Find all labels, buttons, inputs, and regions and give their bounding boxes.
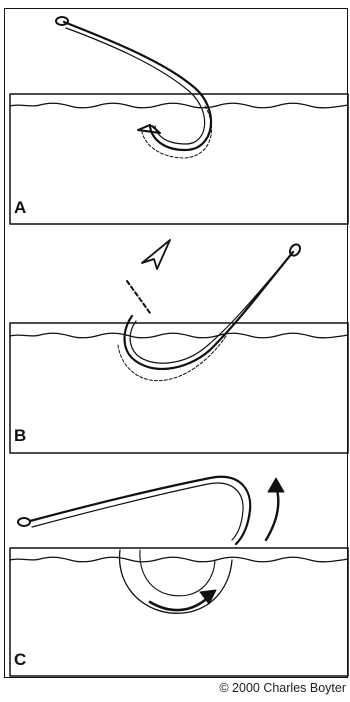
hook-shank-c	[30, 477, 250, 544]
panel-b	[10, 240, 348, 453]
cut-line-b	[127, 281, 150, 313]
skin-surface-line-a	[10, 103, 348, 108]
backout-arrow-c	[150, 600, 205, 610]
hook-shank-b	[125, 252, 294, 369]
wound-track-b	[118, 336, 226, 381]
skin-block-a	[10, 94, 348, 224]
lift-arrow-head-c	[268, 478, 284, 492]
hook-shank-inner-a	[66, 28, 205, 144]
hook-eye-c	[18, 518, 30, 526]
panel-label-a: A	[14, 198, 26, 218]
skin-block-b	[10, 323, 348, 453]
panel-a	[10, 17, 348, 224]
panel-c	[10, 477, 348, 676]
skin-surface-line-c	[10, 557, 348, 562]
panel-label-b: B	[14, 426, 26, 446]
hook-eye-a	[56, 17, 68, 25]
skin-surface-line-b	[10, 333, 348, 338]
snipped-barb-b	[142, 240, 170, 269]
skin-block-c	[10, 548, 348, 676]
panel-label-c: C	[14, 650, 26, 670]
copyright-credit: © 2000 Charles Boyter	[219, 681, 346, 695]
lift-arrow-c	[266, 486, 278, 540]
hook-barb-a	[138, 125, 160, 133]
hook-shank-inner-b	[130, 258, 288, 363]
